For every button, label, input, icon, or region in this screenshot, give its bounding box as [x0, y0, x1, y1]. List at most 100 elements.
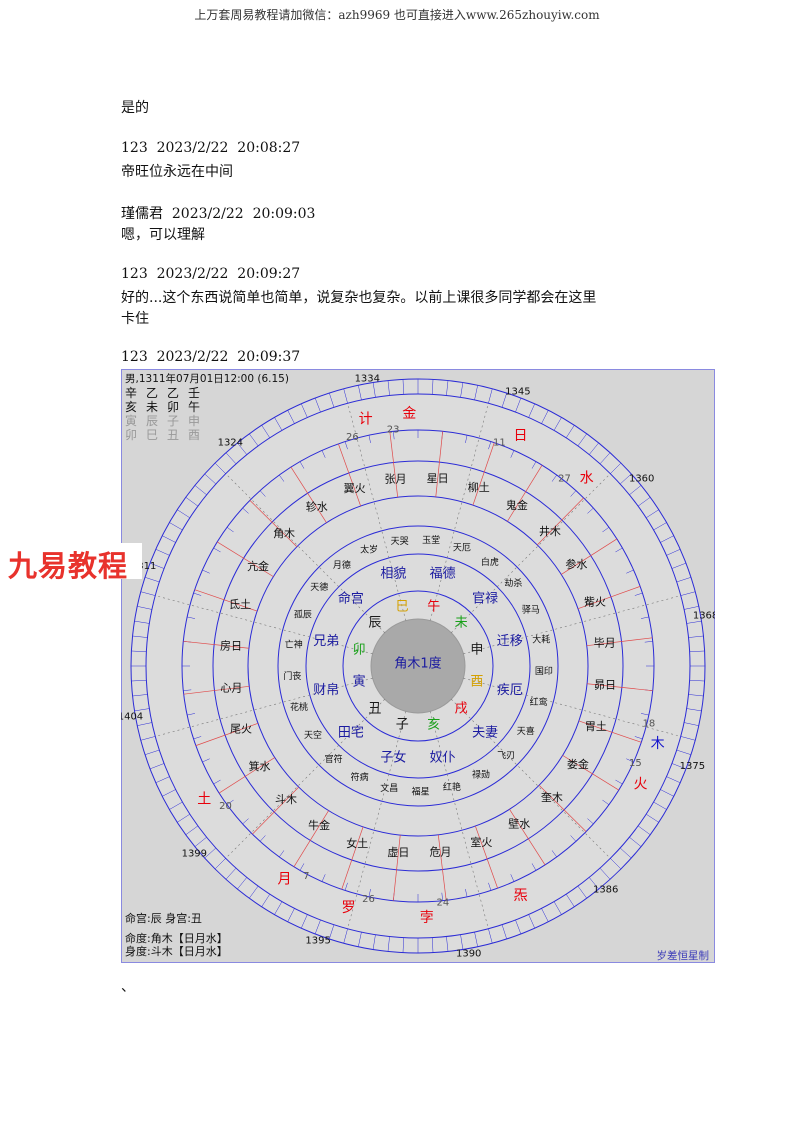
planet-ring-tick: [465, 435, 468, 444]
degree-tick: [689, 679, 705, 682]
page-header: 上万套周易教程请加微信：azh9969 也可直接进入www.265zhouyiw…: [194, 8, 600, 22]
spirit-label: 天德: [310, 581, 328, 593]
degree-tick: [358, 385, 362, 400]
planet-degree: 26: [362, 894, 375, 905]
message-line: 帝旺位永远在中间: [121, 164, 233, 180]
degree-tick: [653, 801, 667, 810]
degree-tick: [372, 382, 376, 398]
degree-tick: [314, 397, 321, 413]
spirit-label: 天哭: [391, 536, 409, 547]
pillar-char: 辰: [146, 414, 158, 428]
degree-tick: [619, 473, 632, 485]
planet-ring-tick: [213, 547, 221, 553]
planet-degree: 26: [346, 432, 359, 443]
degree-tick: [629, 485, 642, 496]
spirit-label: 大耗: [532, 633, 550, 645]
mansion-divider: [537, 497, 584, 546]
spirit-label: 禄勋: [472, 769, 490, 781]
message-line: 卡住: [121, 311, 149, 327]
palace-label: 疾厄: [497, 683, 523, 698]
mansion-divider: [249, 500, 298, 547]
degree-tick: [402, 937, 405, 953]
planet-ring-tick: [634, 592, 643, 596]
palace-ring-edge: [305, 553, 531, 779]
earthly-branch-label: 子: [396, 717, 409, 732]
degree-tick: [137, 722, 152, 726]
degree-tick: [287, 410, 295, 424]
planet-ring-tick: [602, 527, 610, 533]
mansion-label: 危月: [429, 846, 451, 859]
footer-line: 命宫:辰 身宫:丑: [125, 911, 202, 925]
chart-svg: 1334134513601368137513861390139513991404…: [121, 369, 715, 963]
planet-ring-tick: [213, 779, 221, 785]
degree-tick: [149, 763, 165, 770]
planet-ring-tick: [640, 616, 649, 619]
center-disc: [370, 618, 466, 714]
spirit-label: 太岁: [360, 543, 378, 555]
degree-tick: [387, 936, 390, 952]
mansion-label: 牛金: [308, 818, 330, 832]
planet-ring-tick: [488, 441, 492, 450]
mansion-label: 毕月: [594, 637, 616, 650]
degree-tick: [688, 635, 704, 638]
degree-tick: [177, 509, 191, 519]
spirit-label: 官符: [325, 753, 343, 765]
mansion-label: 心月: [220, 681, 242, 694]
message-line: 是的: [121, 100, 149, 116]
palace-label: 财帛: [313, 682, 339, 698]
year-label: 1404: [121, 712, 143, 723]
degree-tick: [140, 736, 156, 741]
planet-ring-tick: [644, 641, 653, 643]
mansion-label: 觜火: [584, 595, 606, 609]
planet-ring-tick: [259, 835, 266, 842]
planet-ring-tick: [465, 888, 468, 897]
mansion-divider: [217, 541, 274, 577]
degree-tick: [169, 522, 183, 531]
degree-tick: [684, 606, 699, 610]
degree-tick: [137, 606, 152, 610]
spirit-label: 劫杀: [504, 577, 522, 589]
spirit-label: 玉堂: [422, 534, 440, 546]
degree-tick: [249, 885, 259, 899]
mansion-ring-edge: [212, 460, 624, 872]
spirit-label: 天喜: [517, 725, 535, 737]
degree-tick: [610, 462, 622, 474]
planet-glyph: 月: [277, 872, 291, 888]
planet-glyph: 火: [634, 776, 648, 792]
planet-ring-tick: [193, 736, 202, 740]
degree-tick: [162, 789, 176, 797]
planet-ring-tick: [202, 569, 210, 574]
degree-tick: [155, 549, 170, 556]
degree-tick: [553, 417, 562, 431]
planet-ring-tick: [531, 863, 537, 871]
mansion-divider: [586, 637, 653, 647]
pillar-char: 乙: [167, 386, 179, 400]
mansion-divider: [195, 723, 259, 746]
mansion-divider: [577, 586, 641, 609]
degree-tick: [660, 789, 674, 797]
pillar-char: 巳: [146, 428, 158, 442]
spirit-label: 天空: [304, 729, 322, 741]
degree-tick: [501, 924, 507, 940]
degree-tick: [431, 937, 434, 953]
spirit-label: 花桃: [290, 701, 308, 713]
earthly-branch-label: 寅: [353, 673, 366, 689]
earthly-branch-label: 巳: [396, 600, 409, 615]
degree-tick: [577, 885, 587, 899]
degree-tick: [343, 928, 348, 944]
degree-tick: [134, 620, 150, 624]
planet-ring-tick: [510, 450, 515, 458]
planet-ring-tick: [587, 818, 594, 825]
degree-tick: [501, 392, 507, 408]
message-line: 123 2023/2/22 20:09:37: [121, 349, 301, 365]
degree-tick: [488, 928, 493, 944]
degree-tick: [666, 776, 681, 783]
degree-tick: [528, 914, 535, 929]
planet-ring-tick: [368, 435, 371, 444]
year-label: 1399: [182, 849, 207, 860]
planet-ring-tick: [615, 547, 623, 553]
degree-tick: [131, 650, 147, 653]
spirit-label: 国印: [535, 665, 553, 677]
mansion-label: 斗木: [275, 793, 297, 806]
mansion-divider: [507, 465, 543, 522]
